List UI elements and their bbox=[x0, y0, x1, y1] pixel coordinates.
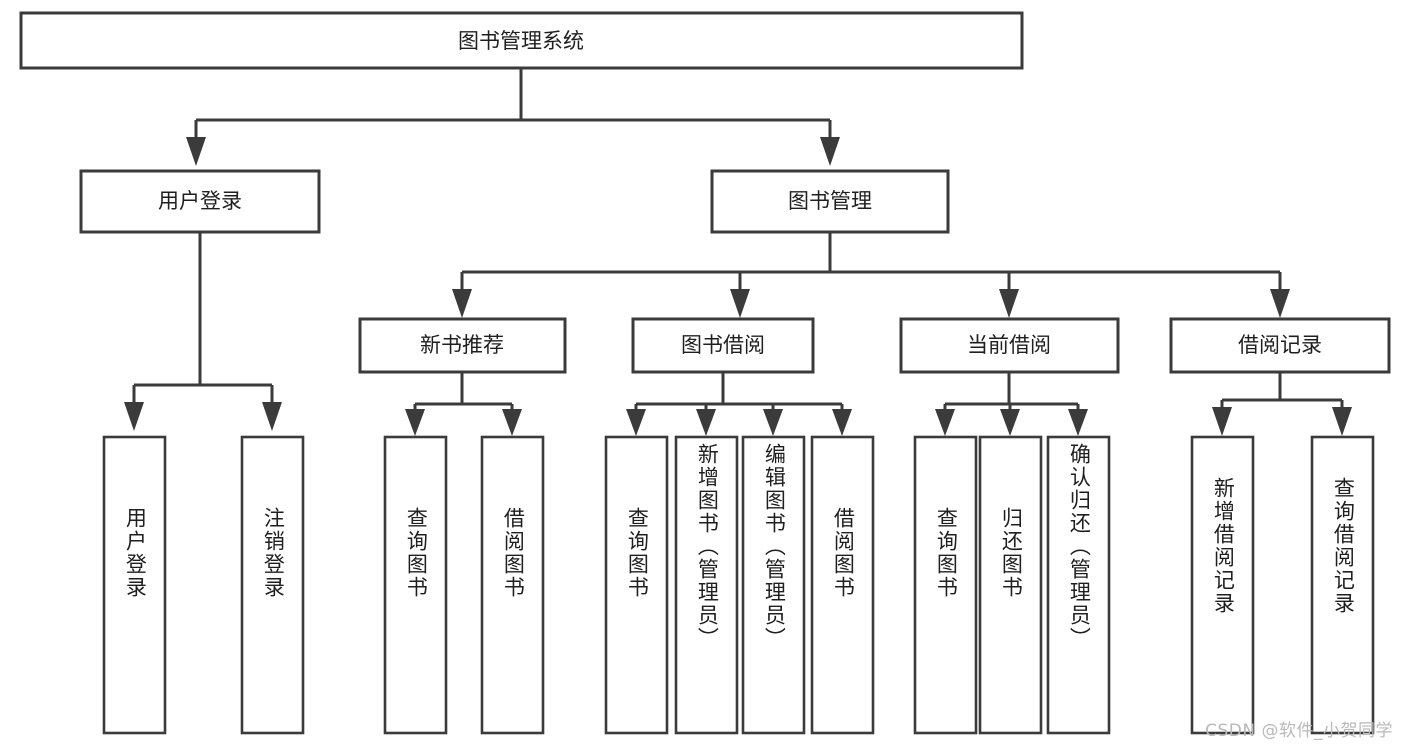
leaf-box-nbr-query-book[interactable] bbox=[383, 435, 448, 735]
arrowhead-bb-1 bbox=[626, 409, 646, 436]
arrowhead-new-book bbox=[452, 289, 472, 318]
arrowhead-borrow-record bbox=[1270, 289, 1290, 318]
leaf-box-bb-edit-book[interactable] bbox=[741, 435, 806, 735]
node-book-borrow[interactable]: 图书借阅 bbox=[631, 317, 815, 374]
leaf-box-bb-borrow-book[interactable] bbox=[810, 435, 875, 735]
leaf-box-bb-add-book[interactable] bbox=[674, 435, 739, 735]
arrowhead-nbr-1 bbox=[405, 409, 425, 436]
leaf-box-user-login[interactable] bbox=[102, 435, 167, 735]
arrowhead-bb-2 bbox=[696, 409, 716, 436]
node-current-borrow[interactable]: 当前借阅 bbox=[899, 317, 1120, 374]
arrowhead-cb-3 bbox=[1068, 409, 1088, 436]
borrow-record-label: 借阅记录 bbox=[1238, 333, 1322, 357]
arrowhead-current-borrow bbox=[999, 289, 1019, 318]
arrowhead-leaf-logout bbox=[262, 402, 282, 431]
arrowhead-book-mgmt bbox=[820, 137, 840, 166]
new-book-recommend-label: 新书推荐 bbox=[420, 333, 504, 357]
leaf-box-nbr-borrow-book[interactable] bbox=[480, 435, 545, 735]
arrowhead-leaf-user-login bbox=[124, 402, 144, 431]
node-book-management[interactable]: 图书管理 bbox=[710, 169, 950, 234]
root-box[interactable] bbox=[19, 11, 1024, 70]
node-borrow-record[interactable]: 借阅记录 bbox=[1169, 317, 1391, 374]
arrowhead-cb-2 bbox=[1000, 409, 1020, 436]
arrowhead-br-1 bbox=[1212, 407, 1232, 436]
leaf-box-cb-confirm-return[interactable] bbox=[1046, 435, 1111, 735]
leaf-box-br-query-record[interactable] bbox=[1310, 435, 1375, 735]
leaf-box-br-add-record[interactable] bbox=[1190, 435, 1255, 735]
leaf-box-cb-return-book[interactable] bbox=[978, 435, 1043, 735]
book-management-box[interactable] bbox=[710, 169, 950, 234]
node-user-login[interactable]: 用户登录 bbox=[79, 169, 321, 234]
leaf-box-cb-query-book[interactable] bbox=[913, 435, 978, 735]
new-book-recommend-box[interactable] bbox=[358, 317, 567, 374]
current-borrow-box[interactable] bbox=[899, 317, 1120, 374]
current-borrow-label: 当前借阅 bbox=[967, 333, 1051, 357]
node-new-book-recommend[interactable]: 新书推荐 bbox=[358, 317, 567, 374]
leaf-box-bb-query-book[interactable] bbox=[604, 435, 669, 735]
arrowhead-br-2 bbox=[1332, 407, 1352, 436]
arrowhead-nbr-2 bbox=[502, 409, 522, 436]
arrowhead-cb-1 bbox=[935, 409, 955, 436]
arrowhead-bb-4 bbox=[832, 409, 852, 436]
root-label: 图书管理系统 bbox=[458, 29, 584, 53]
arrowhead-bb-3 bbox=[763, 409, 783, 436]
leaf-box-logout[interactable] bbox=[240, 435, 305, 735]
book-borrow-label: 图书借阅 bbox=[681, 333, 765, 357]
user-login-label: 用户登录 bbox=[158, 189, 242, 213]
book-management-label: 图书管理 bbox=[788, 189, 872, 213]
arrowhead-user-login bbox=[186, 137, 206, 166]
book-borrow-box[interactable] bbox=[631, 317, 815, 374]
borrow-record-box[interactable] bbox=[1169, 317, 1391, 374]
arrowhead-book-borrow bbox=[730, 289, 750, 318]
csdn-watermark: CSDN @软件_小贺同学 bbox=[1205, 721, 1393, 741]
node-root[interactable]: 图书管理系统 bbox=[19, 11, 1024, 70]
